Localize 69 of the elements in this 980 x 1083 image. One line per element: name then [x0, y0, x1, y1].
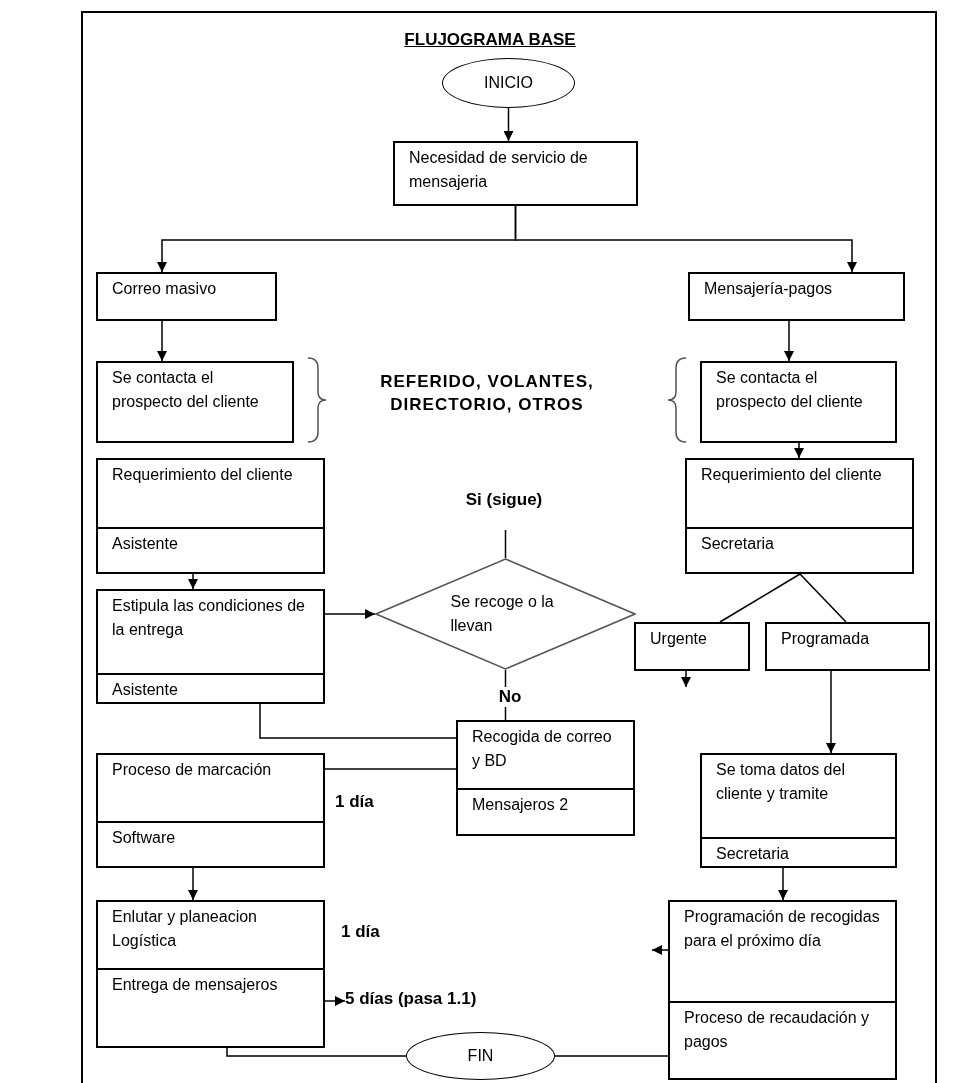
node-label: INICIO	[484, 74, 533, 92]
duration-label: 5 días (pasa 1.1)	[345, 989, 521, 1013]
role-label: Asistente	[98, 673, 323, 702]
connector-line	[554, 1055, 669, 1057]
title: FLUJOGRAMA BASE	[403, 30, 577, 50]
edge-label: Si (sigue)	[463, 490, 545, 510]
duration-label: 1 día	[335, 792, 374, 812]
arrow	[794, 442, 804, 459]
process-label: Mensajería-pagos	[703, 279, 834, 299]
process-label: Programación de recogidas para el próximo día	[683, 907, 881, 951]
process-label: Se contacta el prospecto del cliente	[111, 368, 260, 412]
process-label: Urgente	[649, 629, 708, 649]
connector-line	[799, 573, 847, 623]
process-box	[96, 272, 277, 321]
arrow	[784, 320, 794, 362]
process-box	[765, 622, 930, 671]
role-label: Mensajeros 2	[458, 788, 633, 817]
process-box	[96, 753, 325, 868]
process-box	[96, 458, 325, 574]
decision-diamond	[375, 558, 636, 670]
process-box	[668, 900, 897, 1080]
role-label: Secretaria	[702, 837, 895, 866]
connector-line	[504, 529, 507, 559]
connector-line	[324, 768, 457, 770]
process-label: Correo masivo	[111, 279, 218, 299]
arrow	[188, 867, 198, 901]
connector-line	[259, 703, 457, 739]
process-box	[685, 458, 914, 574]
process-box	[700, 361, 897, 443]
arrow	[188, 573, 198, 590]
note-label: REFERIDO, VOLANTES, DIRECTORIO, OTROS	[379, 371, 595, 416]
arrow	[826, 670, 836, 754]
process-label: Se toma datos del cliente y tramite	[715, 760, 846, 804]
process-box	[96, 900, 325, 1048]
role-label: Secretaria	[687, 527, 912, 556]
arrow	[324, 609, 376, 619]
connector-line	[719, 573, 801, 623]
process-label: Estipula las condiciones de la entrega	[111, 596, 306, 640]
process-label: Necesidad de servicio de mensajeria	[408, 148, 589, 192]
duration-label: 1 día	[341, 922, 380, 942]
decision-label: Se recoge o la llevan	[450, 592, 555, 636]
process-box	[700, 753, 897, 868]
edge-label: No	[496, 687, 524, 707]
role-label: Asistente	[98, 527, 323, 556]
process-box	[393, 141, 638, 206]
arrow	[503, 107, 514, 142]
arrow	[778, 867, 788, 901]
process-box	[96, 589, 325, 704]
process-label: Programada	[780, 629, 871, 649]
connector-line	[226, 1047, 407, 1057]
process-label: Se contacta el prospecto del cliente	[715, 368, 864, 412]
process-box	[634, 622, 750, 671]
process-label: Enlutar y planeacion Logística	[111, 907, 258, 951]
arrow	[681, 670, 691, 688]
arrow	[324, 996, 346, 1006]
process-label: Recogida de correo y BD	[471, 727, 613, 771]
arrow	[651, 945, 669, 955]
process-label: Proceso de marcación	[111, 760, 273, 780]
role-label: Software	[98, 821, 323, 850]
arrow	[157, 320, 167, 362]
role-label: Proceso de recaudación y pagos	[670, 1001, 895, 1054]
arrow	[514, 205, 857, 273]
process-label: Requerimiento del cliente	[111, 465, 294, 485]
process-box	[688, 272, 905, 321]
process-box	[96, 361, 294, 443]
process-box	[456, 720, 635, 836]
node-label: FIN	[467, 1047, 494, 1065]
process-label: Requerimiento del cliente	[700, 465, 883, 485]
role-label: Entrega de mensajeros	[98, 968, 323, 997]
